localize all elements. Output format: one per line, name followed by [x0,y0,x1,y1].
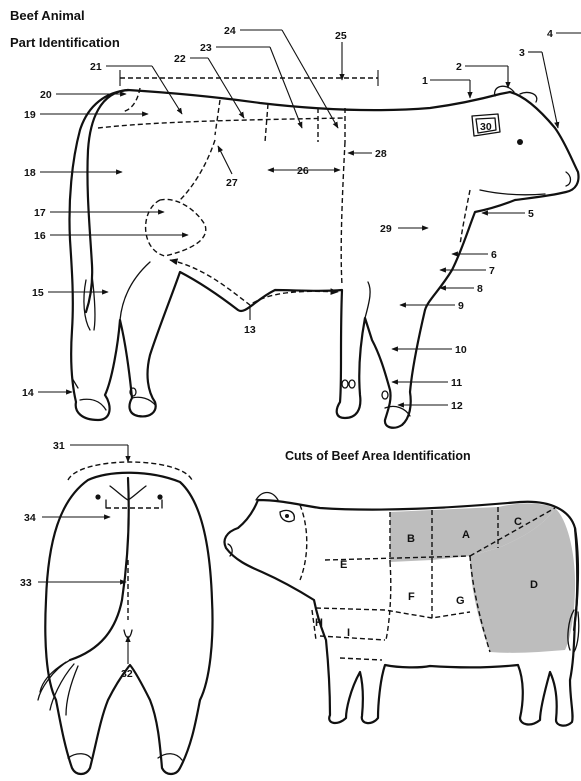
part-label-9: 9 [458,300,464,312]
part-label-24: 24 [224,25,236,37]
part-label-16: 16 [34,230,46,242]
side-view-steer [69,70,578,428]
part-label-8: 8 [477,283,483,295]
title-line-1: Beef Animal [10,8,85,23]
steer-eye-icon [517,139,523,145]
rear-view-steer [38,462,213,774]
part-label-11: 11 [451,377,462,389]
cuts-line-neck [300,505,307,580]
steer-rib-seg-1 [215,100,220,135]
part-label-1: 1 [422,75,428,87]
cut-label-b: B [407,533,415,545]
part-label-31: 31 [53,440,65,452]
part-label-25: 25 [335,30,347,42]
part-label-5: 5 [528,208,534,220]
cuts-steer [225,493,579,726]
cut-label-e: E [340,559,347,571]
cuts-ear [256,493,278,501]
underline-arc [170,260,338,305]
cuts-title: Cuts of Beef Area Identification [285,449,471,463]
steer-rear-leg-inner [120,262,150,320]
steer-dewclaw-front-2 [349,380,355,388]
steer-body-outline [69,90,578,428]
part-label-34: 34 [24,512,36,524]
part-label-19: 19 [24,109,36,121]
part-label-29: 29 [380,223,392,235]
part-label-22: 22 [174,53,186,65]
cut-label-d: D [530,579,538,591]
rear-hoof-left [68,754,92,760]
part-label-33: 33 [20,577,32,589]
steer-jaw [480,190,545,195]
cut-label-g: G [456,595,465,607]
part-label-7: 7 [489,265,495,277]
part-label-23: 23 [200,42,212,54]
cut-label-f: F [408,591,415,603]
steer-rib-seg-2 [265,104,268,142]
rear-top-arc [68,462,192,480]
part-label-27: 27 [226,177,238,189]
part-label-30: 30 [480,121,492,133]
cuts-line-shank [320,636,385,640]
cut-label-h: H [315,617,323,629]
steer-flank-line [180,140,215,200]
title-line-2: Part Identification [10,35,120,50]
cuts-line-belly [316,608,470,618]
rear-tail [70,478,129,660]
steer-dewclaw-front [342,380,348,388]
cut-label-a: A [462,529,470,541]
cuts-line-i-bottom [340,658,382,660]
part-label-18: 18 [24,167,36,179]
steer-loin-line [98,118,345,128]
part-label-2: 2 [456,61,462,73]
steer-front-leg-inner [365,282,370,318]
part-label-4: 4 [547,28,553,40]
part-label-28: 28 [375,148,387,160]
part-label-21: 21 [90,61,102,73]
part-label-15: 15 [32,287,44,299]
cuts-eye-icon [285,514,289,518]
steer-hoof-rear-left [72,378,106,410]
cut-label-c: C [514,516,522,528]
steer-stifle-dashed [146,199,206,256]
pin-bone-right-icon [157,494,162,499]
part-label-20: 20 [40,89,52,101]
part-label-6: 6 [491,249,497,261]
part-label-26: 26 [297,165,309,177]
part-label-13: 13 [244,324,256,336]
steer-dewclaw-front-3 [382,391,388,399]
cuts-line-fg [386,562,391,640]
cut-label-i: I [347,627,350,639]
part-label-12: 12 [451,400,463,412]
part-label-3: 3 [519,47,525,59]
steer-barrel-line [341,142,345,285]
part-label-32: 32 [121,668,133,680]
part-label-17: 17 [34,207,46,219]
pin-bone-left-icon [95,494,100,499]
part-label-14: 14 [22,387,34,399]
part-label-10: 10 [455,344,467,356]
steer-nose [566,172,571,186]
